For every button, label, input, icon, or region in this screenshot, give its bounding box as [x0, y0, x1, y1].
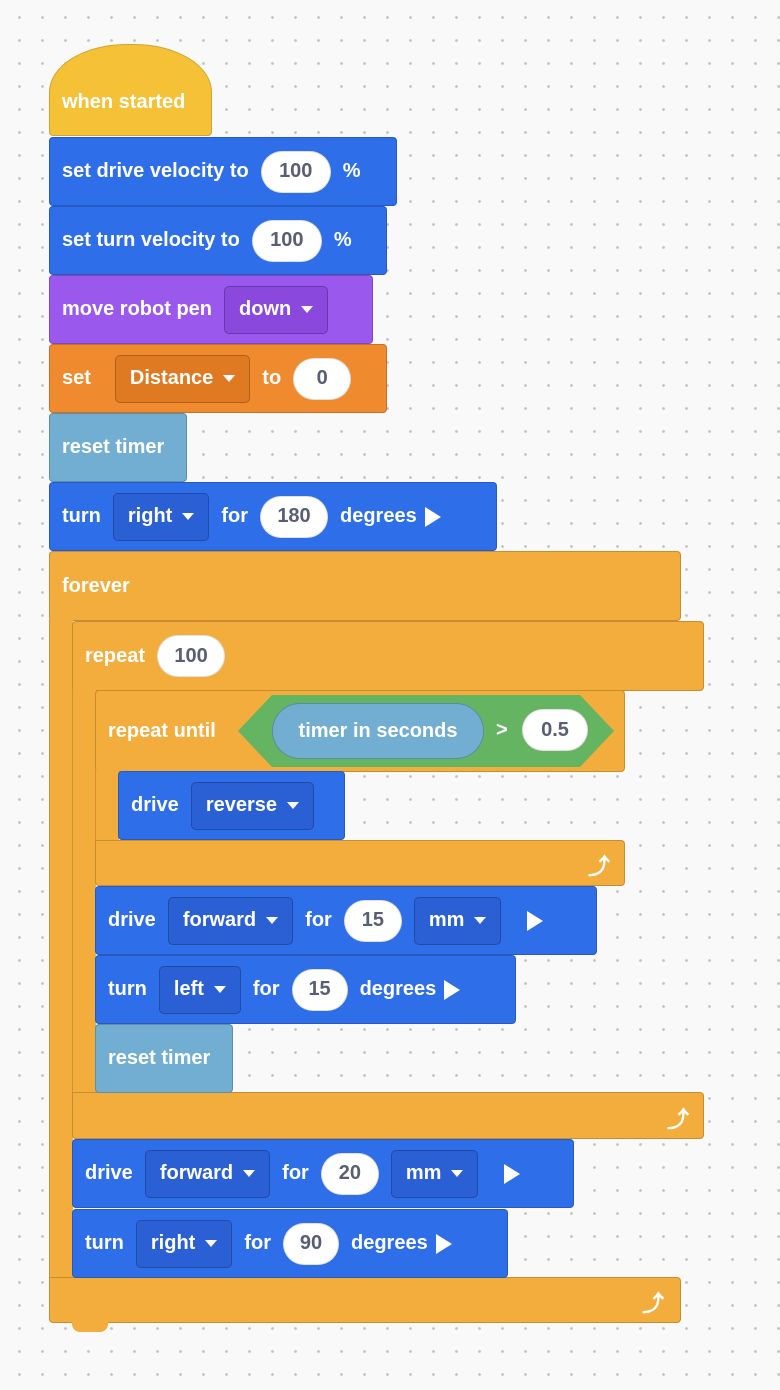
bottom-notch	[72, 1322, 108, 1332]
dropdown-value: reverse	[205, 794, 277, 816]
when-started-block[interactable]: when started	[49, 44, 212, 136]
timer-in-seconds-reporter[interactable]: timer in seconds	[272, 703, 484, 759]
dropdown-value: right	[127, 505, 173, 527]
play-icon[interactable]	[504, 1163, 521, 1184]
turn-block[interactable]: turn left for 15 degrees	[95, 955, 516, 1024]
block-label: set turn velocity to	[62, 229, 240, 251]
play-icon[interactable]	[444, 979, 461, 1000]
reset-timer-block[interactable]: reset timer	[95, 1024, 233, 1093]
block-label: set	[62, 367, 91, 389]
caret-down-icon	[451, 1170, 464, 1177]
block-label: reset timer	[108, 1047, 211, 1069]
block-label: drive	[85, 1162, 133, 1184]
caret-down-icon	[243, 1170, 256, 1177]
dropdown-value: left	[173, 978, 204, 1000]
play-icon[interactable]	[424, 506, 441, 527]
forever-arm	[49, 619, 73, 1279]
unit-label: degrees	[340, 505, 417, 527]
distance-unit-dropdown[interactable]: mm	[390, 1149, 479, 1198]
repeat-count-input[interactable]: 100	[157, 635, 226, 677]
drive-direction-dropdown[interactable]: reverse	[190, 781, 314, 830]
caret-down-icon	[474, 917, 487, 924]
dropdown-value: down	[239, 298, 292, 320]
variable-dropdown[interactable]: Distance	[114, 354, 251, 403]
for-label: for	[221, 505, 248, 527]
turn-degrees-input[interactable]: 180	[260, 495, 328, 538]
for-label: for	[252, 978, 280, 1000]
turn-block[interactable]: turn right for 180 degrees	[49, 482, 497, 551]
dropdown-value: right	[150, 1232, 196, 1254]
turn-direction-dropdown[interactable]: right	[112, 492, 210, 541]
variable-value-input[interactable]: 0	[293, 357, 352, 400]
loop-arrow-icon: ⤴	[587, 854, 610, 879]
set-variable-block[interactable]: set Distance to 0	[49, 344, 387, 413]
drive-direction-dropdown[interactable]: forward	[144, 1149, 271, 1198]
block-label: turn	[85, 1232, 124, 1254]
block-label: drive	[108, 909, 156, 931]
distance-unit-dropdown[interactable]: mm	[413, 896, 502, 945]
block-label: repeat	[85, 644, 146, 667]
loop-arrow-icon: ⤴	[666, 1107, 689, 1132]
block-label: reset timer	[62, 436, 165, 458]
for-label: for	[244, 1232, 271, 1254]
caret-down-icon	[223, 375, 236, 382]
unit-label: %	[333, 229, 352, 251]
caret-down-icon	[205, 1240, 218, 1247]
repeat-until-footer: ⤴	[95, 840, 625, 886]
dropdown-value: mm	[428, 909, 465, 931]
block-label: set drive velocity to	[62, 160, 249, 182]
loop-arrow-icon: ⤴	[641, 1291, 664, 1316]
block-label: turn	[62, 505, 101, 527]
play-icon[interactable]	[527, 910, 544, 931]
caret-down-icon	[287, 802, 299, 809]
pen-position-dropdown[interactable]: down	[224, 285, 329, 334]
move-robot-pen-block[interactable]: move robot pen down	[49, 275, 373, 344]
turn-degrees-input[interactable]: 90	[283, 1222, 339, 1265]
caret-down-icon	[213, 986, 226, 993]
play-icon[interactable]	[435, 1233, 452, 1254]
unit-label: degrees	[359, 978, 437, 1000]
repeat-arm	[72, 689, 96, 1093]
dropdown-value: Distance	[129, 367, 214, 389]
turn-block[interactable]: turn right for 90 degrees	[72, 1209, 508, 1278]
turn-degrees-input[interactable]: 15	[291, 968, 348, 1011]
repeat-until-arm	[95, 770, 119, 842]
drive-for-block[interactable]: drive forward for 15 mm	[95, 886, 597, 955]
block-label: move robot pen	[62, 298, 213, 320]
caret-down-icon	[266, 917, 279, 924]
repeat-footer: ⤴	[72, 1092, 704, 1139]
drive-distance-input[interactable]: 20	[320, 1152, 379, 1195]
caret-down-icon	[182, 513, 195, 520]
dropdown-value: forward	[182, 909, 257, 931]
drive-reverse-block[interactable]: drive reverse	[118, 771, 345, 840]
unit-label: %	[342, 160, 361, 182]
block-label: turn	[108, 978, 147, 1000]
drive-distance-input[interactable]: 15	[343, 899, 402, 942]
set-turn-velocity-block[interactable]: set turn velocity to 100 %	[49, 206, 387, 275]
dropdown-value: forward	[159, 1162, 234, 1184]
dropdown-value: mm	[405, 1162, 442, 1184]
forever-block[interactable]: forever	[49, 551, 681, 621]
when-started-label: when started	[62, 91, 186, 113]
operator-symbol: >	[496, 719, 508, 741]
for-label: for	[305, 909, 332, 931]
unit-label: degrees	[351, 1232, 428, 1254]
turn-direction-dropdown[interactable]: left	[158, 965, 241, 1014]
block-label: drive	[131, 794, 179, 816]
caret-down-icon	[301, 306, 314, 313]
turn-direction-dropdown[interactable]: right	[135, 1219, 233, 1268]
set-drive-velocity-block[interactable]: set drive velocity to 100 %	[49, 137, 397, 206]
drive-velocity-input[interactable]: 100	[260, 150, 331, 193]
forever-footer: ⤴	[49, 1277, 681, 1323]
compare-value-input[interactable]: 0.5	[522, 709, 588, 751]
block-label: repeat until	[108, 719, 216, 742]
for-label: for	[282, 1162, 309, 1184]
to-label: to	[262, 367, 282, 389]
repeat-block[interactable]: repeat 100	[72, 621, 704, 691]
drive-direction-dropdown[interactable]: forward	[167, 896, 294, 945]
block-label: forever	[62, 574, 130, 597]
drive-for-block[interactable]: drive forward for 20 mm	[72, 1139, 574, 1208]
turn-velocity-input[interactable]: 100	[251, 219, 322, 262]
reset-timer-block[interactable]: reset timer	[49, 413, 187, 482]
